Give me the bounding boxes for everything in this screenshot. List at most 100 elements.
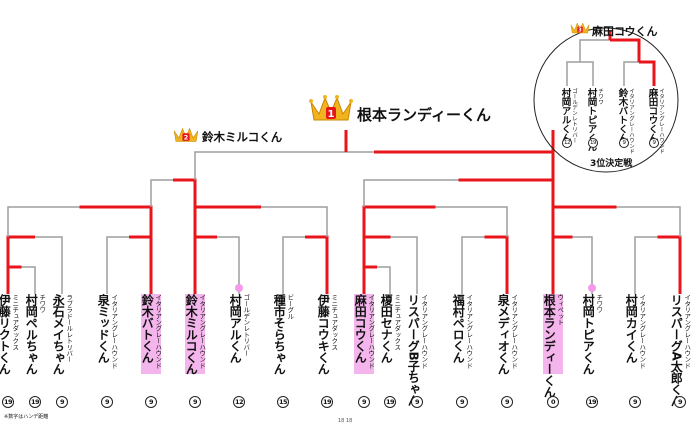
entry-handicap-badge: 19	[384, 396, 396, 408]
entry-name: 福村ペロくん	[451, 294, 466, 363]
entry-11: ミニチュアダックス榎田セナくん	[379, 294, 401, 374]
marker-dot	[588, 284, 596, 292]
entry-handicap-badge: 15	[277, 396, 289, 408]
bracket-line	[657, 235, 682, 294]
entry-16: チワワ村岡トピアくん	[581, 294, 603, 375]
third-place-number: 3	[578, 28, 582, 34]
bracket-line	[362, 205, 436, 237]
entry-name: 鈴木ミルコくん	[184, 294, 199, 375]
entry-name: 村岡ペルちゃん	[24, 294, 39, 375]
bracket-line	[458, 178, 555, 207]
entry-handicap-badge: 9	[456, 396, 468, 408]
bracket-line	[362, 265, 377, 294]
bracket-line	[551, 205, 617, 237]
bracket-line	[374, 150, 555, 180]
third-place-entry-4: イタリアングレーハウンド麻田コウくん	[645, 88, 665, 154]
entry-breed: イタリアングレーハウンド	[464, 294, 473, 369]
bracket-line	[616, 206, 681, 237]
bracket-line	[282, 236, 305, 294]
entry-13: イタリアングレーハウンド福村ペロくん	[451, 294, 473, 374]
entry-handicap-badge: 9	[674, 396, 686, 408]
third-place-name: 麻田コウくん	[592, 25, 658, 38]
entry-name: 麻田コウくん	[353, 294, 368, 363]
crown-icon-second: 2	[173, 125, 199, 149]
bracket-line	[377, 266, 391, 294]
third-place-entry-3: イタリアングレーハウンド鈴木バトくん	[615, 88, 635, 154]
entry-name: 村岡カイくん	[624, 294, 639, 363]
entry-handicap-badge: 9	[629, 396, 641, 408]
entry-handicap-badge: 19	[29, 396, 41, 408]
bracket-line	[390, 236, 418, 294]
entry-breed: ミニチュアダックス	[10, 294, 19, 350]
entry-10: イタリアングレーハウンド麻田コウくん	[353, 294, 375, 374]
entry-name: 鈴木バトくん	[140, 294, 155, 363]
bracket-line	[106, 236, 129, 294]
entry-breed: ゴールデンレトリバー	[241, 294, 250, 357]
entry-handicap-badge: 9	[189, 396, 201, 408]
entry-handicap-badge: 12	[233, 396, 245, 408]
third-place-circle	[533, 27, 679, 173]
entry-15: ウィペット根本ランディーくん	[542, 294, 564, 398]
entry-handicap-badge: 9	[101, 396, 113, 408]
bracket-line	[129, 235, 153, 294]
bracket-line	[634, 236, 658, 294]
bracket-line	[579, 39, 610, 62]
bracket-line	[7, 206, 80, 237]
entry-name: 泉ミッドくん	[96, 294, 111, 363]
entry-handicap-badge: 19	[586, 396, 598, 408]
third-place-label: 3位決定戦	[590, 159, 633, 169]
entry-breed: イタリアングレーハウンド	[509, 294, 518, 369]
bracket-line	[461, 236, 485, 294]
third-place-handicap-badge: 9	[619, 138, 629, 148]
bracket-line	[484, 235, 509, 294]
third-place-handicap-badge: 12	[562, 138, 572, 148]
entry-handicap-badge: 9	[501, 396, 513, 408]
entry-6: イタリアングレーハウンド鈴木ミルコくん	[184, 294, 206, 375]
entry-12: イタリアングレーハウンドリスパーグB子ちゃん	[406, 294, 428, 406]
handicap-note: ※数字はハンデ距離	[4, 414, 49, 420]
entry-breed: チワワ	[37, 294, 46, 313]
entry-17: イタリアングレーハウンド村岡カイくん	[624, 294, 646, 374]
champion-name: 根本ランディーくん	[357, 106, 491, 124]
entry-name: 村岡トピアくん	[581, 294, 596, 375]
entry-5: イタリアングレーハウンド鈴木バトくん	[140, 294, 162, 374]
entry-handicap-badge: 0	[547, 396, 559, 408]
entry-handicap-badge: 9	[411, 396, 423, 408]
third-place-handicap-badge: 19	[588, 138, 598, 148]
entry-name: リスパーグA太郎くん	[669, 294, 684, 407]
entry-breed: イタリアングレーハウンド	[153, 294, 162, 369]
entry-name: 泉メディオくん	[496, 294, 511, 375]
third-place-handicap-badge: 9	[649, 138, 659, 148]
crown-icon-first: 1	[309, 94, 353, 128]
bracket-line	[6, 235, 35, 267]
bracket-line	[173, 178, 197, 207]
entry-handicap-badge: 19	[321, 396, 333, 408]
bracket-line	[566, 61, 580, 86]
entry-handicap-badge: 9	[145, 396, 157, 408]
third-place-entry-breed: チワワ	[597, 88, 603, 105]
entry-name: 伊藤コウキくん	[316, 294, 331, 375]
bracket-line	[639, 60, 656, 86]
entry-name: 村岡アルくん	[228, 294, 243, 363]
third-place-entry-breed: イタリアングレーハウンド	[658, 88, 664, 154]
entry-breed: イタリアングレーハウンド	[637, 294, 646, 369]
bracket-line	[305, 235, 329, 294]
bracket-line	[21, 266, 36, 294]
bracket-line	[610, 38, 641, 62]
bracket-line	[6, 265, 22, 294]
third-place-entry-name: 村岡アルくん	[559, 88, 571, 142]
bracket-line	[194, 151, 374, 180]
bracket-line	[362, 235, 391, 267]
entry-14: イタリアングレーハウンド泉メディオくん	[496, 294, 518, 375]
entry-breed: イタリアングレーハウンド	[109, 294, 118, 369]
bracket-line	[193, 205, 261, 237]
entry-breed: ラブラドールレトリバー	[64, 294, 73, 363]
bracket-line	[193, 235, 217, 294]
bracket-line	[435, 206, 508, 237]
entry-name: 榎田セナくん	[379, 294, 394, 363]
entry-7: ゴールデンレトリバー村岡アルくん	[228, 294, 250, 374]
entry-8: ビーグル種市そらちゃん	[272, 294, 294, 375]
entry-name: 永石メイちゃん	[51, 294, 66, 375]
entry-breed: イタリアングレーハウンド	[682, 294, 691, 369]
entry-breed: ミニチュアダックス	[392, 294, 401, 350]
